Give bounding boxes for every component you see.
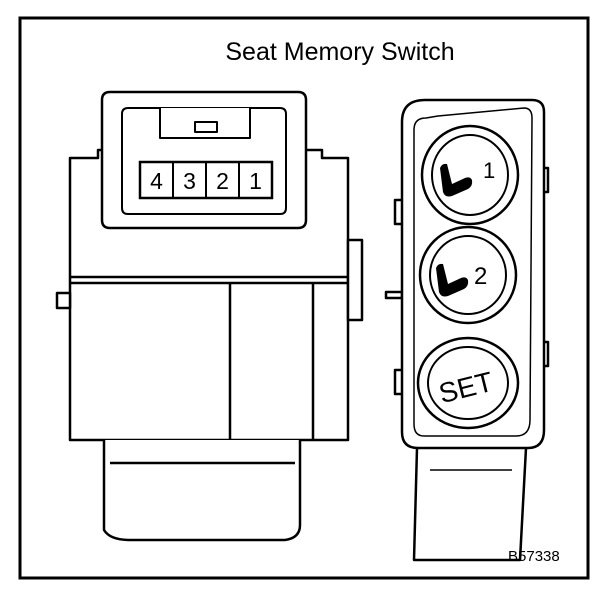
pin-label: 3 — [183, 168, 196, 194]
pin-label: 1 — [249, 168, 262, 194]
memory-1-label: 1 — [483, 158, 495, 183]
seat-icon — [436, 263, 469, 297]
pin-grid: 4 3 2 1 — [138, 160, 274, 200]
seat-icon — [440, 163, 473, 197]
memory-2-label: 2 — [474, 263, 487, 290]
memory-2-button[interactable]: 2 — [418, 225, 518, 325]
figure-code: B57338 — [508, 548, 560, 565]
connector-body — [55, 90, 364, 542]
diagram-title: Seat Memory Switch — [225, 38, 455, 66]
set-button[interactable]: SET — [416, 336, 520, 430]
outer-border — [18, 16, 590, 580]
pin-label: 4 — [150, 168, 163, 194]
pin-label: 2 — [216, 168, 229, 194]
memory-1-button[interactable]: 1 — [420, 124, 520, 226]
